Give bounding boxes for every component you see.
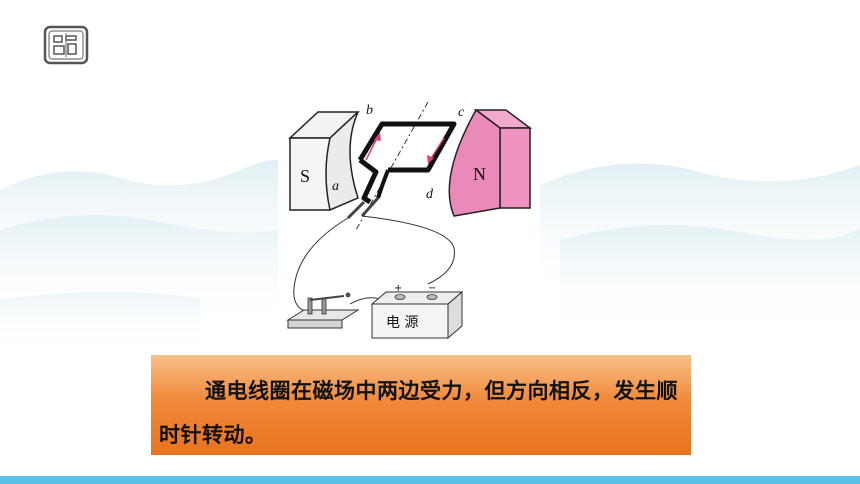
point-c-label: c <box>458 105 465 120</box>
south-pole-magnet: S <box>288 111 360 212</box>
seal-logo-icon <box>42 24 90 66</box>
north-pole-label: N <box>473 164 486 184</box>
knife-switch <box>286 292 360 329</box>
caption-box: 通电线圈在磁场中两边受力，但方向相反，发生顺时针转动。 <box>151 355 691 455</box>
force-arrow-ab <box>365 132 381 161</box>
battery-plus-label: + <box>394 283 402 294</box>
point-b-label: b <box>366 103 373 118</box>
point-a-label: a <box>332 179 339 194</box>
bottom-accent-bar <box>0 476 860 484</box>
battery-minus-label: − <box>428 283 436 294</box>
north-pole-magnet: N <box>448 108 533 217</box>
caption-text: 通电线圈在磁场中两边受力，但方向相反，发生顺时针转动。 <box>159 379 678 447</box>
motor-principle-diagram: S N a b c d <box>278 98 534 344</box>
force-arrow-cd <box>427 137 445 164</box>
battery-label: 电 源 <box>386 315 418 331</box>
power-source: + − 电 源 <box>370 283 464 340</box>
south-pole-label: S <box>300 166 310 186</box>
point-d-label: d <box>426 187 434 202</box>
